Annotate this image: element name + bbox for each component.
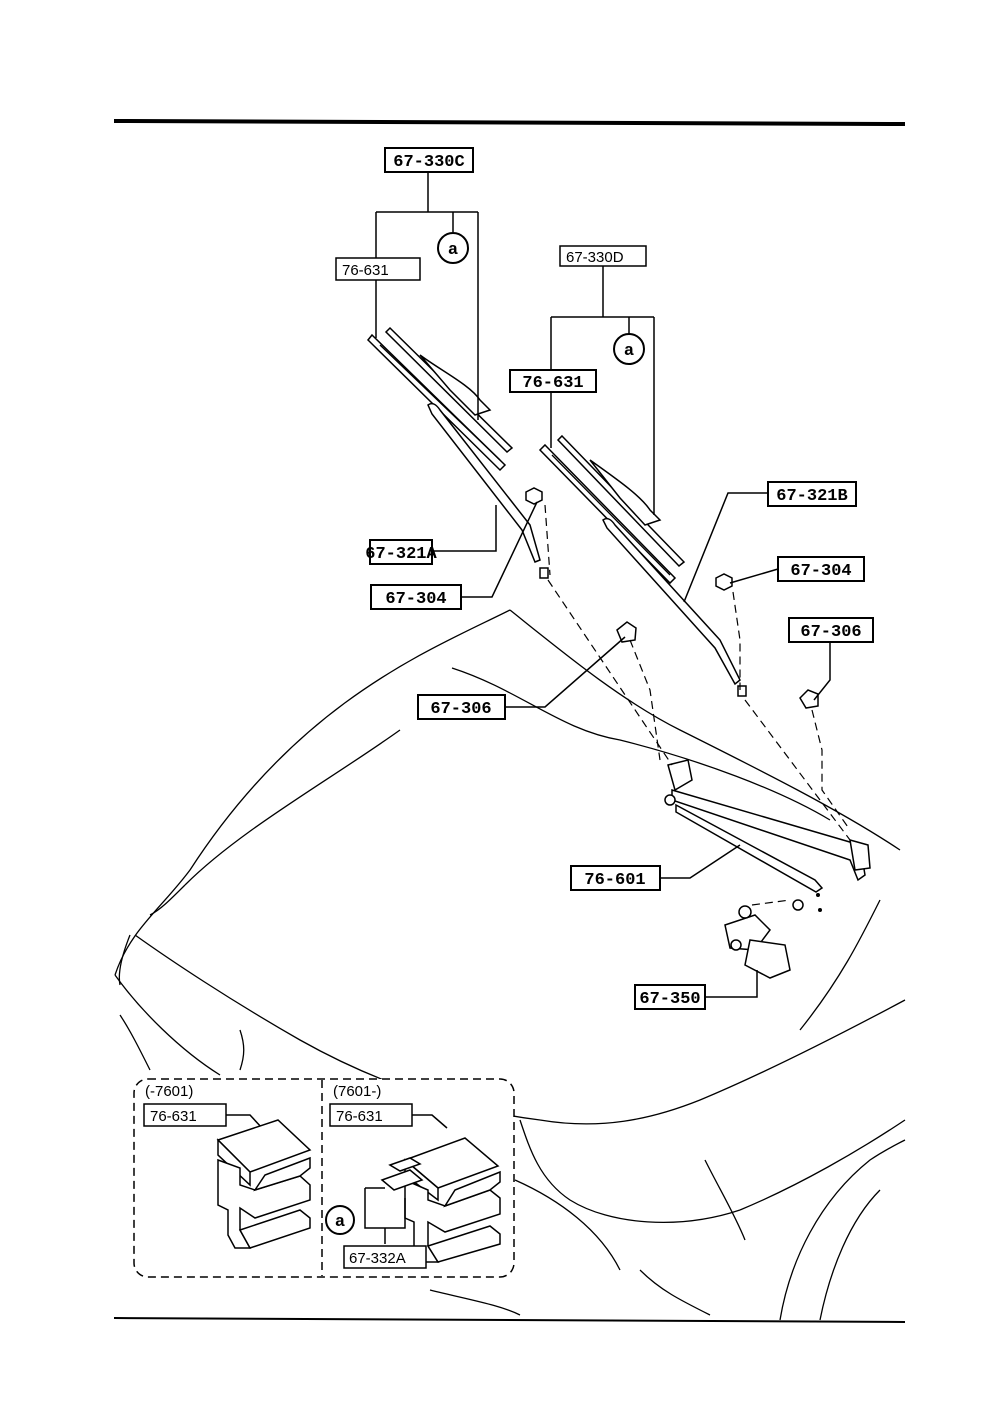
svg-text:a: a — [624, 342, 634, 361]
detail-left: (-7601) 76-631 — [143, 1083, 312, 1249]
insert-label: 67-332A — [349, 1250, 406, 1267]
label-76-631-left: 76-631 — [335, 257, 421, 281]
label-67-306-left: 67-306 — [417, 694, 506, 720]
bottom-rule — [113, 1317, 906, 1323]
svg-text:67-321A: 67-321A — [365, 545, 437, 564]
label-67-350: 67-350 — [634, 984, 706, 1010]
refill-label-right: 76-631 — [336, 1108, 383, 1125]
svg-text:76-631: 76-631 — [522, 374, 583, 393]
serial-range-right: (7601-) — [333, 1083, 381, 1100]
svg-text:67-306: 67-306 — [800, 623, 861, 642]
label-67-304-left: 67-304 — [370, 584, 462, 610]
left-arm-nut — [525, 487, 543, 505]
label-67-321a: 67-321A — [365, 539, 437, 565]
svg-text:a: a — [448, 241, 458, 260]
right-wiper-arm — [602, 517, 747, 697]
svg-text:67-330C: 67-330C — [393, 153, 464, 172]
left-pivot-cap — [616, 621, 637, 643]
left-wiper-arm — [427, 402, 549, 579]
refill-label-left: 76-631 — [150, 1108, 197, 1125]
right-pivot-cap — [799, 689, 819, 709]
label-67-330c: 67-330C — [384, 147, 474, 173]
label-76-631-right: 76-631 — [509, 369, 597, 393]
label-67-321b: 67-321B — [767, 481, 857, 507]
svg-text:67-330D: 67-330D — [566, 249, 624, 266]
callout-a-right: a — [613, 333, 645, 365]
label-67-304-right: 67-304 — [777, 556, 865, 582]
installation-lines — [544, 504, 851, 906]
svg-text:67-350: 67-350 — [639, 990, 700, 1009]
car-body — [114, 609, 906, 1321]
svg-text:67-304: 67-304 — [790, 562, 851, 581]
top-rule — [113, 119, 906, 126]
label-67-306-right: 67-306 — [788, 617, 874, 643]
detail-right: (7601-) 76-631 a 67-332A — [325, 1083, 501, 1269]
svg-text:76-631: 76-631 — [342, 262, 389, 279]
svg-text:67-321B: 67-321B — [776, 487, 847, 506]
leader-lines — [375, 172, 831, 998]
refill-section-right — [380, 1137, 501, 1263]
wiper-linkage — [664, 759, 871, 893]
callout-a-detail: a — [325, 1205, 355, 1235]
svg-text:76-601: 76-601 — [584, 871, 645, 890]
right-wiper-blade — [538, 434, 686, 585]
svg-text:67-306: 67-306 — [430, 700, 491, 719]
wiper-motor — [724, 893, 822, 979]
label-67-330d: 67-330D — [559, 245, 647, 267]
serial-range-left: (-7601) — [145, 1083, 193, 1100]
refill-section-left — [216, 1119, 312, 1249]
left-wiper-blade — [366, 326, 514, 472]
svg-text:67-304: 67-304 — [385, 590, 446, 609]
svg-text:a: a — [335, 1213, 345, 1232]
right-arm-nut — [715, 573, 733, 591]
label-76-601: 76-601 — [570, 865, 661, 891]
callout-a-left: a — [437, 232, 469, 264]
